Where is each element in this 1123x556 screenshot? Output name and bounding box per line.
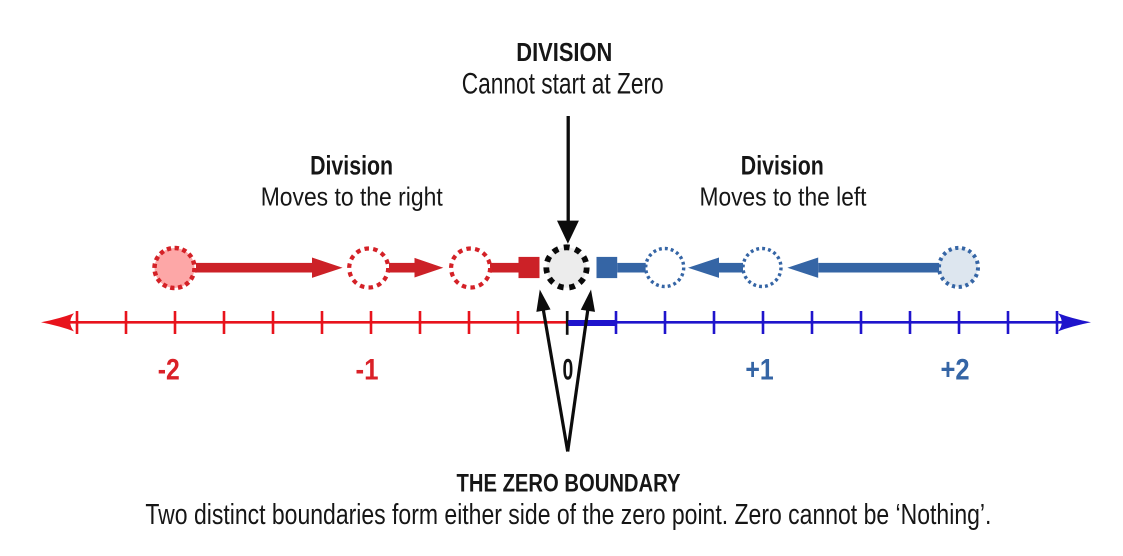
svg-text:Moves to the left: Moves to the left [700, 181, 868, 211]
svg-text:-2: -2 [158, 353, 180, 386]
svg-text:+2: +2 [940, 353, 969, 386]
svg-text:+1: +1 [745, 353, 773, 386]
svg-text:DIVISION: DIVISION [516, 37, 612, 67]
svg-text:Moves to the right: Moves to the right [261, 181, 444, 211]
svg-text:Division: Division [310, 151, 393, 181]
svg-text:Cannot start at Zero: Cannot start at Zero [462, 68, 664, 101]
svg-text:Division: Division [741, 151, 824, 181]
svg-text:0: 0 [563, 354, 574, 387]
svg-text:THE ZERO BOUNDARY: THE ZERO BOUNDARY [457, 470, 681, 498]
svg-text:Two distinct boundaries form e: Two distinct boundaries form either side… [145, 499, 991, 531]
svg-text:-1: -1 [356, 353, 379, 386]
